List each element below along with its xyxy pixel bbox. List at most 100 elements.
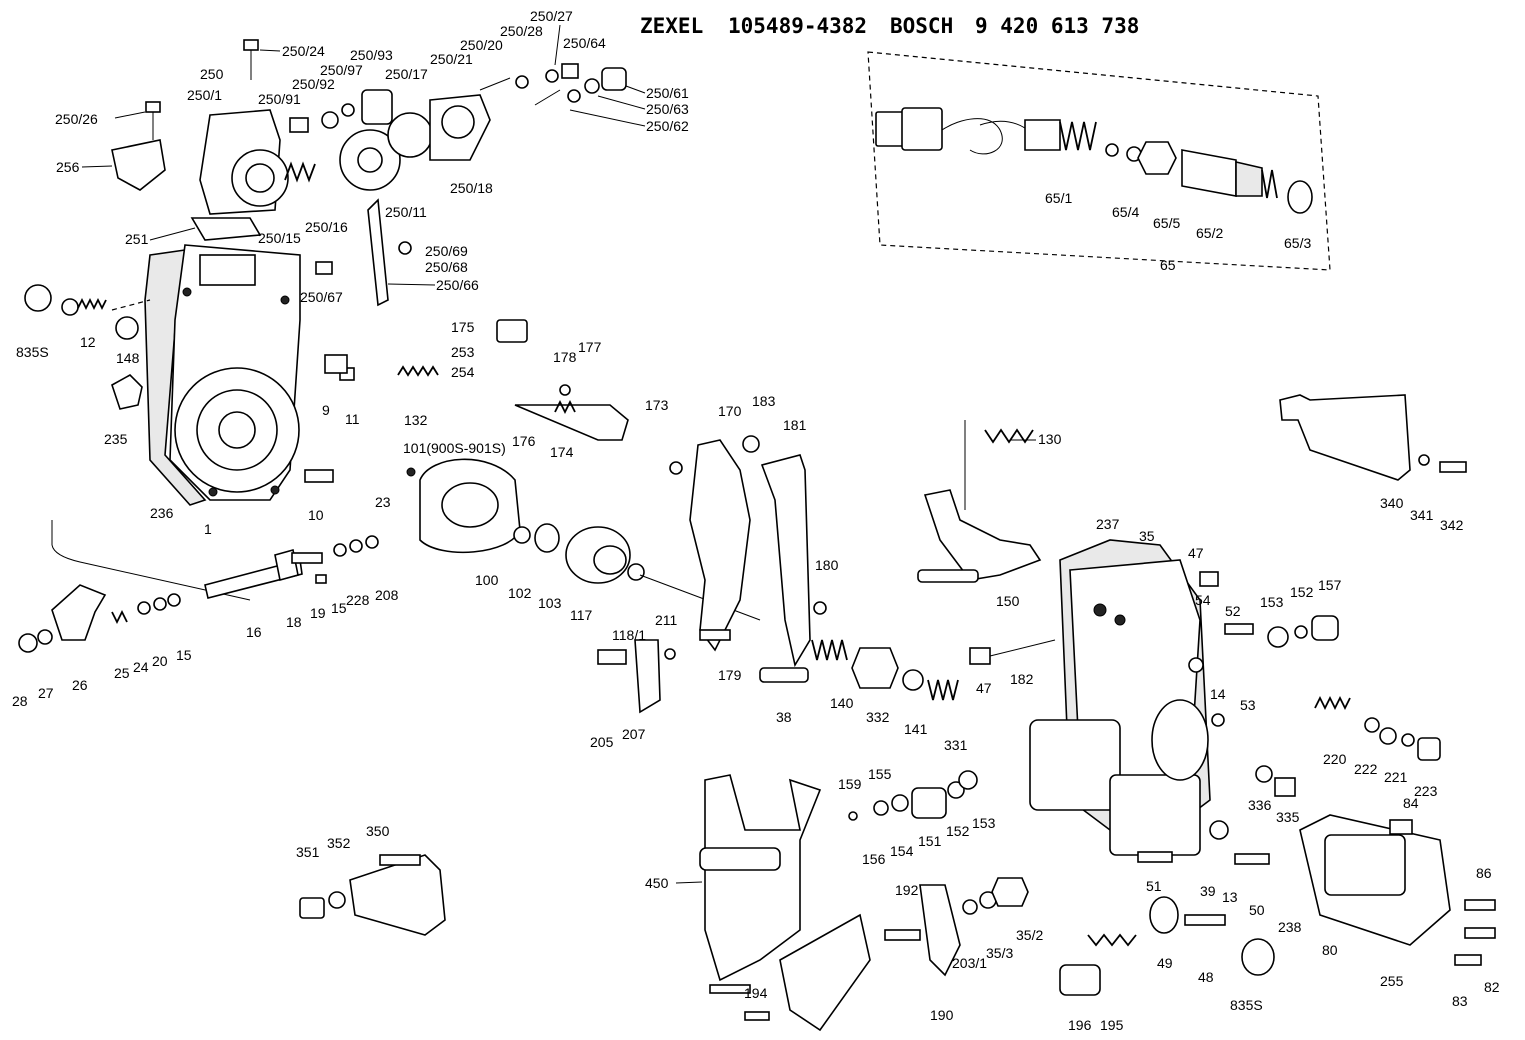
label-250-91: 250/91 <box>258 91 301 107</box>
label-152a: 152 <box>1290 584 1314 600</box>
label-65-4: 65/4 <box>1112 204 1139 220</box>
part-450-bracket <box>699 774 1137 1032</box>
label-332: 332 <box>866 709 890 725</box>
label-194: 194 <box>744 985 768 1001</box>
label-175: 175 <box>451 319 475 335</box>
label-26: 26 <box>72 677 88 693</box>
label-25: 25 <box>114 665 130 681</box>
label-250-92: 250/92 <box>292 76 335 92</box>
label-28: 28 <box>12 693 28 709</box>
label-39: 39 <box>1200 883 1216 899</box>
label-51: 51 <box>1146 878 1162 894</box>
label-15b: 15 <box>176 647 192 663</box>
label-54: 54 <box>1195 592 1211 608</box>
label-49: 49 <box>1157 955 1173 971</box>
part-100-flyweight-group <box>324 354 761 621</box>
label-14: 14 <box>1210 686 1226 702</box>
label-195: 195 <box>1100 1017 1124 1033</box>
label-250-26: 250/26 <box>55 111 98 127</box>
label-250-18: 250/18 <box>450 180 493 196</box>
label-102: 102 <box>508 585 532 601</box>
label-27: 27 <box>38 685 54 701</box>
label-250-28: 250/28 <box>500 23 543 39</box>
label-53: 53 <box>1240 697 1256 713</box>
label-235: 235 <box>104 431 128 447</box>
label-151: 151 <box>918 833 942 849</box>
label-250-63: 250/63 <box>646 101 689 117</box>
label-148: 148 <box>116 350 140 366</box>
label-203-1: 203/1 <box>952 955 987 971</box>
label-222: 222 <box>1354 761 1378 777</box>
part-151-valve-group <box>848 770 978 821</box>
label-130: 130 <box>1038 431 1062 447</box>
label-238: 238 <box>1278 919 1302 935</box>
label-254: 254 <box>451 364 475 380</box>
label-351: 351 <box>296 844 320 860</box>
label-159: 159 <box>838 776 862 792</box>
label-153b: 153 <box>972 815 996 831</box>
label-223: 223 <box>1414 783 1438 799</box>
label-237: 237 <box>1096 516 1120 532</box>
part-49-plug-group <box>1137 820 1275 976</box>
label-450: 450 <box>645 875 669 891</box>
label-250-62: 250/62 <box>646 118 689 134</box>
label-10: 10 <box>308 507 324 523</box>
label-155: 155 <box>868 766 892 782</box>
label-24: 24 <box>133 659 149 675</box>
part-237-governor-housing <box>969 539 1219 856</box>
label-141: 141 <box>904 721 928 737</box>
label-181: 181 <box>783 417 807 433</box>
label-190: 190 <box>930 1007 954 1023</box>
label-35-3: 35/3 <box>986 945 1013 961</box>
label-176: 176 <box>512 433 536 449</box>
label-173: 173 <box>645 397 669 413</box>
label-84: 84 <box>1403 795 1419 811</box>
label-250-64: 250/64 <box>563 35 606 51</box>
label-221: 221 <box>1384 769 1408 785</box>
label-250-97: 250/97 <box>320 62 363 78</box>
label-23: 23 <box>375 494 391 510</box>
label-19: 19 <box>310 605 326 621</box>
label-15a: 15 <box>331 600 347 616</box>
label-179: 179 <box>718 667 742 683</box>
label-177: 177 <box>578 339 602 355</box>
label-250-21: 250/21 <box>430 51 473 67</box>
part-16-control-rod-group <box>18 467 416 653</box>
label-20: 20 <box>152 653 168 669</box>
header-zexel-number: 105489-4382 <box>728 14 868 38</box>
label-86: 86 <box>1476 865 1492 881</box>
label-157: 157 <box>1318 577 1342 593</box>
label-18: 18 <box>286 614 302 630</box>
label-341: 341 <box>1410 507 1434 523</box>
label-12: 12 <box>80 334 96 350</box>
label-152b: 152 <box>946 823 970 839</box>
label-1: 1 <box>204 521 212 537</box>
callout-labels: 250/27 250/28 250/64 250/20 250/21 250/2… <box>12 8 1500 1033</box>
label-250-16: 250/16 <box>305 219 348 235</box>
label-118-1: 118/1 <box>612 627 646 643</box>
label-250-1: 250/1 <box>187 87 222 103</box>
label-132: 132 <box>404 412 428 428</box>
label-38: 38 <box>776 709 792 725</box>
label-250-93: 250/93 <box>350 47 393 63</box>
label-250-68: 250/68 <box>425 259 468 275</box>
label-154: 154 <box>890 843 914 859</box>
label-250-61: 250/61 <box>646 85 689 101</box>
label-835s-b: 835S <box>1230 997 1263 1013</box>
label-183: 183 <box>752 393 776 409</box>
label-250-20: 250/20 <box>460 37 503 53</box>
label-83: 83 <box>1452 993 1468 1009</box>
label-196: 196 <box>1068 1017 1092 1033</box>
label-156: 156 <box>862 851 886 867</box>
label-35-2: 35/2 <box>1016 927 1043 943</box>
part-1-pump-housing <box>24 244 301 506</box>
label-220: 220 <box>1323 751 1347 767</box>
label-340: 340 <box>1380 495 1404 511</box>
label-47b: 47 <box>976 680 992 696</box>
label-331: 331 <box>944 737 968 753</box>
label-250: 250 <box>200 66 224 82</box>
label-236: 236 <box>150 505 174 521</box>
label-182: 182 <box>1010 671 1034 687</box>
label-256: 256 <box>56 159 80 175</box>
